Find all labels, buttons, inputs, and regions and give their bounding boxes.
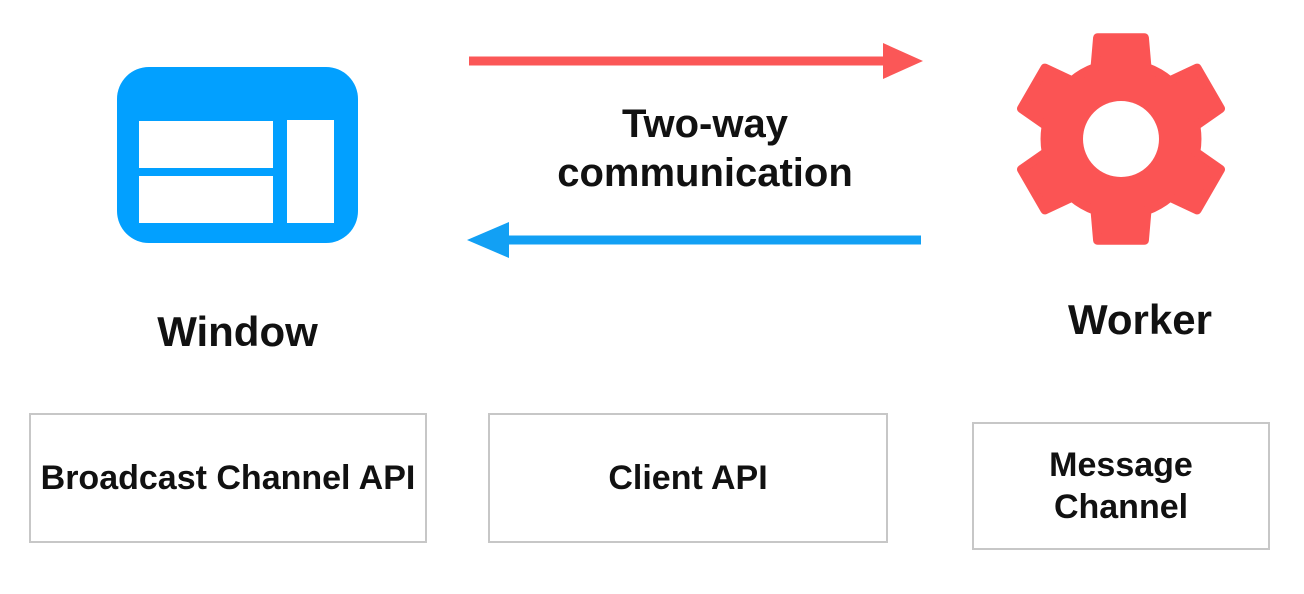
api-box-client-api-label: Client API [608, 458, 768, 497]
window-pane-bottom-left [139, 176, 273, 223]
gear-icon [1017, 33, 1225, 245]
window-pane-top-left [139, 121, 273, 168]
window-label: Window [157, 308, 318, 355]
worker-label: Worker [1068, 296, 1212, 343]
arrow-worker-to-window [467, 222, 921, 258]
window-pane-right [287, 120, 334, 223]
arrow-worker-to-window-head [467, 222, 509, 258]
api-box-broadcast-channel-label: Broadcast Channel API [40, 458, 416, 497]
arrow-window-to-worker [469, 43, 923, 79]
api-box-message-channel: Message Channel [972, 422, 1270, 550]
two-way-communication-label: Two-way communication [557, 102, 853, 195]
api-box-message-channel-label: Message Channel [1049, 445, 1193, 527]
api-box-broadcast-channel: Broadcast Channel API [29, 413, 427, 543]
api-box-client-api: Client API [488, 413, 888, 543]
browser-window-icon [117, 67, 358, 243]
arrow-window-to-worker-head [883, 43, 923, 79]
gear-hole [1083, 101, 1159, 177]
